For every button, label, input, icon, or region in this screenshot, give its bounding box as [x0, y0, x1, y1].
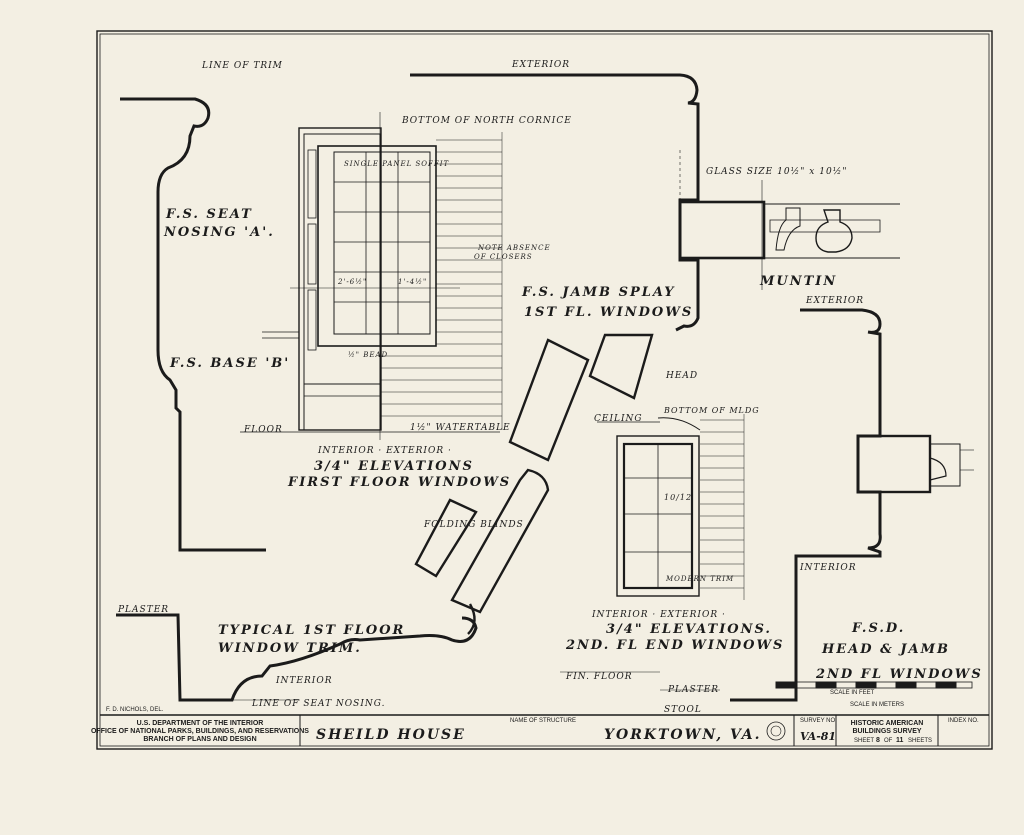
tb-agency-line3: BRANCH OF PLANS AND DESIGN	[143, 736, 256, 743]
tb-agency-line1: U.S. DEPARTMENT OF THE INTERIOR	[137, 720, 264, 727]
head-jamb-detail	[856, 434, 974, 494]
brick-coursing-first	[380, 132, 503, 430]
label-exterior-top: EXTERIOR	[511, 60, 570, 70]
tb-survey-no: VA-81	[800, 730, 836, 743]
tb-survey-no-label: SURVEY NO.	[800, 718, 837, 724]
label-first-fl-windows: 1ST FL. WINDOWS	[524, 305, 693, 320]
brick-coursing-second	[700, 414, 745, 600]
label-modern-trim: MODERN TRIM	[665, 575, 734, 583]
label-interior-bottom: INTERIOR	[275, 676, 333, 686]
label-fs-base-b: F.S. BASE 'B'	[169, 356, 290, 371]
label-fsd: F.S.D.	[851, 621, 905, 636]
label-nosing-a: NOSING 'A'.	[163, 225, 275, 240]
label-single-panel-soffit: SINGLE PANEL SOFFIT	[344, 160, 450, 168]
tb-habs-line1: HISTORIC AMERICAN	[851, 720, 924, 727]
label-fs-jamb-splay: F.S. JAMB SPLAY	[521, 285, 676, 300]
tb-sheet-count: SHEET 8 OF 11 SHEETS	[854, 737, 932, 744]
label-head-jamb: HEAD & JAMB	[821, 642, 950, 657]
window-trim-profile	[116, 613, 478, 702]
label-elevations-2: 3/4" ELEVATIONS.	[606, 622, 772, 637]
label-bottom-of-mldg: BOTTOM OF MLDG	[663, 406, 760, 415]
first-floor-window-elevation	[240, 112, 500, 440]
label-fs-seat: F.S. SEAT	[165, 207, 253, 222]
scale-bar	[775, 681, 973, 689]
muntin-detail	[678, 150, 900, 290]
label-typical-1st-floor: TYPICAL 1ST FLOOR	[218, 623, 405, 638]
label-plaster-left: PLASTER	[117, 605, 169, 615]
svg-text:11: 11	[896, 737, 904, 744]
label-ceiling: CEILING	[594, 414, 643, 424]
label-folding-blinds: FOLDING BLINDS	[423, 520, 524, 530]
label-note-absence: NOTE ABSENCE	[477, 244, 551, 252]
label-head: HEAD	[665, 371, 698, 381]
seat-nosing-profile	[120, 97, 266, 552]
label-of-closers: OF CLOSERS	[474, 253, 533, 261]
label-first-floor-windows: FIRST FLOOR WINDOWS	[287, 475, 511, 490]
label-interior-right: INTERIOR	[799, 563, 857, 573]
label-dim-right: 1'-4½"	[398, 278, 427, 286]
label-elevations-1: 3/4" ELEVATIONS	[314, 459, 474, 474]
tb-habs-line2: BUILDINGS SURVEY	[852, 728, 921, 735]
tb-location: YORKTOWN, VA.	[604, 727, 762, 743]
label-muntin: MUNTIN	[759, 274, 837, 289]
label-interior-exterior-2: INTERIOR · EXTERIOR ·	[591, 610, 726, 620]
inner-border	[99, 33, 990, 747]
label-half-bead: ½" BEAD	[348, 351, 388, 359]
svg-text:OF: OF	[884, 738, 893, 744]
label-dim-left: 2'-6½"	[337, 278, 367, 286]
label-bottom-north-cornice: BOTTOM OF NORTH CORNICE	[401, 116, 572, 126]
label-interior-exterior-1: INTERIOR · EXTERIOR ·	[317, 446, 452, 456]
svg-text:SHEETS: SHEETS	[908, 738, 932, 744]
label-watertable: 1½" WATERTABLE	[410, 422, 511, 433]
second-floor-window-elevation	[597, 417, 701, 597]
svg-text:SHEET: SHEET	[854, 738, 874, 744]
tb-agency-line2: OFFICE OF NATIONAL PARKS, BUILDINGS, AND…	[91, 728, 309, 735]
label-glass-size: GLASS SIZE 10½" x 10½"	[706, 166, 848, 177]
label-fin-floor: FIN. FLOOR	[565, 672, 633, 682]
label-scale-feet: SCALE IN FEET	[830, 690, 875, 696]
folding-blinds-section	[414, 333, 654, 635]
jamb-splay-profile	[410, 73, 700, 332]
label-plaster-right: PLASTER	[667, 685, 719, 695]
tb-index-no-label: INDEX NO.	[948, 718, 979, 724]
label-exterior-right: EXTERIOR	[805, 296, 864, 306]
label-line-of-trim: LINE OF TRIM	[201, 61, 283, 71]
label-second-fl-windows: 2ND FL WINDOWS	[815, 667, 983, 682]
tb-structure-name: SHEILD HOUSE	[316, 727, 466, 743]
label-window-trim: WINDOW TRIM.	[218, 641, 362, 656]
label-delineator: F. D. NICHOLS, DEL.	[106, 707, 164, 713]
title-block	[100, 714, 989, 746]
tb-name-of-structure-label: NAME OF STRUCTURE	[510, 718, 576, 724]
head-jamb-profile	[730, 308, 882, 702]
label-stool: STOOL	[664, 705, 702, 715]
label-line-of-seat-nosing: LINE OF SEAT NOSING.	[251, 699, 386, 709]
label-sash-fraction: 10/12	[664, 493, 692, 502]
label-scale-meters: SCALE IN METERS	[850, 702, 904, 708]
label-second-fl-end-windows: 2ND. FL END WINDOWS	[565, 638, 784, 653]
label-floor: FLOOR	[243, 425, 283, 435]
svg-text:8: 8	[876, 737, 880, 744]
outer-border	[96, 30, 993, 750]
